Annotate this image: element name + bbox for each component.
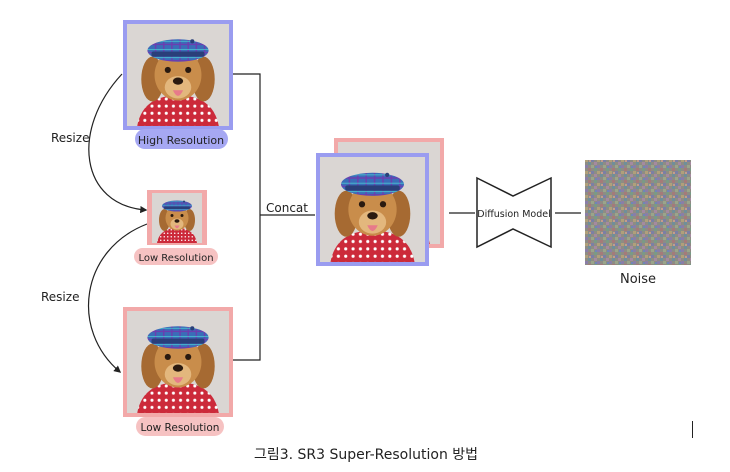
resize-label-top: Resize xyxy=(51,131,89,145)
high-res-label-pill xyxy=(135,129,228,149)
low-res-small-label-pill xyxy=(134,248,218,265)
concat-label: Concat xyxy=(266,201,308,215)
low-resolution-small-image xyxy=(147,190,207,245)
concat-stack xyxy=(316,138,444,266)
low-res-large-label-pill xyxy=(136,417,224,436)
resize-label-bottom: Resize xyxy=(41,290,79,304)
resize-arrows xyxy=(88,73,148,373)
connector-lines xyxy=(232,73,581,361)
high-resolution-image xyxy=(123,20,233,130)
noise-image xyxy=(585,160,691,265)
low-res-large-label: Low Resolution xyxy=(141,422,220,434)
figure-caption: 그림3. SR3 Super-Resolution 방법 xyxy=(253,447,479,463)
noise-label: Noise xyxy=(620,272,656,287)
low-resolution-large-image xyxy=(123,307,233,417)
low-res-small-label: Low Resolution xyxy=(138,253,213,264)
text-cursor xyxy=(692,421,693,438)
high-res-label: High Resolution xyxy=(138,134,224,147)
diffusion-model-block xyxy=(476,176,552,249)
diffusion-model-label: Diffusion Model xyxy=(477,209,551,220)
